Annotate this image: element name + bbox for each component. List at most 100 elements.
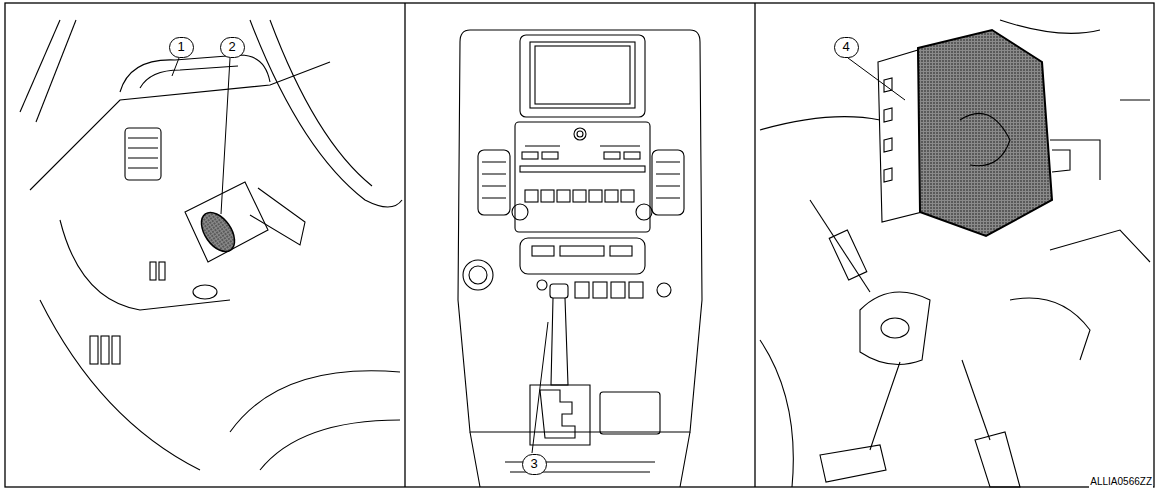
leader-line-part [172, 58, 179, 76]
dashboard-view-part [193, 285, 217, 299]
under-dash-view-part [810, 200, 870, 292]
leader-line [848, 58, 905, 100]
leader-line-part [532, 322, 548, 453]
leader-line-part [221, 58, 230, 214]
center-console-view-part [560, 246, 604, 256]
center-console-view-part [573, 190, 586, 202]
center-console-view-part [525, 145, 640, 146]
under-dash-view-part [878, 50, 922, 222]
center-console-view-part [624, 152, 640, 159]
center-console-view-part [656, 162, 680, 198]
dashboard-view-part [20, 20, 60, 112]
center-console-view-part [621, 190, 634, 202]
center-console-view-part [515, 122, 650, 232]
dashboard-view-part [40, 300, 200, 470]
leader-line-part [848, 58, 905, 100]
dashboard-view-part [90, 336, 98, 364]
under-dash-view-part [881, 318, 909, 338]
center-console-view-part [589, 190, 602, 202]
dashboard-view-part [195, 207, 242, 258]
under-dash-view-part [960, 113, 1010, 165]
center-console-view-part [557, 190, 570, 202]
center-console-view-part [478, 150, 510, 215]
dashboard-view-part [185, 182, 268, 262]
dashboard-view-part [260, 420, 400, 470]
under-dash-view-part [860, 292, 930, 365]
dashboard-view-part [230, 371, 400, 432]
dashboard-view-part [159, 262, 165, 280]
center-console-view-part [463, 260, 493, 290]
center-console-view-part [469, 266, 487, 284]
under-dash-view-part [962, 360, 990, 440]
dashboard-view-part [140, 66, 238, 88]
dashboard-view-part [125, 128, 161, 180]
leader-line [172, 58, 230, 214]
dashboard-view-part [250, 20, 402, 207]
center-console-view-part [525, 190, 538, 202]
dashboard-view-part [101, 336, 109, 364]
dashboard-view-part [270, 20, 372, 186]
under-dash-view-part [820, 445, 886, 482]
frame-part [5, 3, 1154, 487]
center-console-view-part [605, 190, 618, 202]
center-console-view-part [611, 282, 625, 298]
center-console-view-part [629, 282, 643, 298]
center-console-view-part [540, 390, 575, 438]
center-console-view-part [577, 131, 583, 137]
center-console-view-part [574, 128, 586, 140]
center-console-view [458, 30, 702, 487]
leader-line [532, 322, 548, 453]
center-console-view-part [610, 246, 632, 256]
dashboard-view-part [112, 336, 120, 364]
center-console-view-part [532, 246, 554, 256]
center-console-view-part [551, 298, 568, 385]
frame-part [754, 3, 755, 487]
center-console-view-part [520, 35, 645, 117]
under-dash-view-part [1050, 100, 1150, 180]
under-dash-view-part [760, 340, 793, 487]
dashboard-view [20, 20, 402, 470]
frame [5, 3, 1154, 487]
dashboard-view-part [250, 188, 305, 245]
dashboard-view-part [60, 220, 230, 310]
center-console-view-part [470, 432, 690, 487]
under-dash-view [760, 20, 1150, 487]
center-console-view-part [652, 150, 684, 215]
center-console-view-part [657, 283, 671, 297]
center-console-view-part [530, 42, 635, 108]
center-console-view-part [482, 162, 506, 198]
under-dash-view-part [1010, 298, 1090, 360]
callout-number: 4 [834, 37, 859, 58]
frame-part [404, 3, 405, 487]
center-console-view-part [550, 284, 568, 298]
callout-number: 3 [522, 454, 547, 475]
center-console-view-part [542, 152, 558, 159]
center-console-view-part [593, 282, 607, 298]
under-dash-view-part [884, 78, 892, 182]
center-console-view-part [535, 46, 630, 104]
center-console-view-part [512, 204, 528, 220]
center-console-view-part [636, 204, 652, 220]
under-dash-view-part [1052, 150, 1070, 172]
under-dash-view-part [918, 30, 1052, 236]
center-console-view-part [520, 166, 645, 172]
center-console-view-part [522, 152, 538, 159]
dashboard-view-part [36, 20, 76, 122]
under-dash-view-part [760, 117, 880, 130]
center-console-view-part [575, 282, 589, 298]
dashboard-view-part [128, 138, 158, 168]
center-console-view-part [520, 238, 645, 274]
figure-code: ALLIA0566ZZ [1089, 476, 1153, 488]
center-console-view-part [458, 30, 702, 432]
dashboard-view-part [120, 55, 270, 92]
dashboard-view-part [150, 262, 156, 280]
under-dash-view-part [975, 432, 1020, 487]
center-console-view-part [537, 280, 547, 290]
under-dash-view-part [829, 230, 867, 280]
under-dash-view-part [1050, 230, 1150, 262]
center-console-view-part [600, 392, 660, 434]
callout-number: 2 [220, 37, 245, 58]
dashboard-view-part [30, 62, 330, 190]
